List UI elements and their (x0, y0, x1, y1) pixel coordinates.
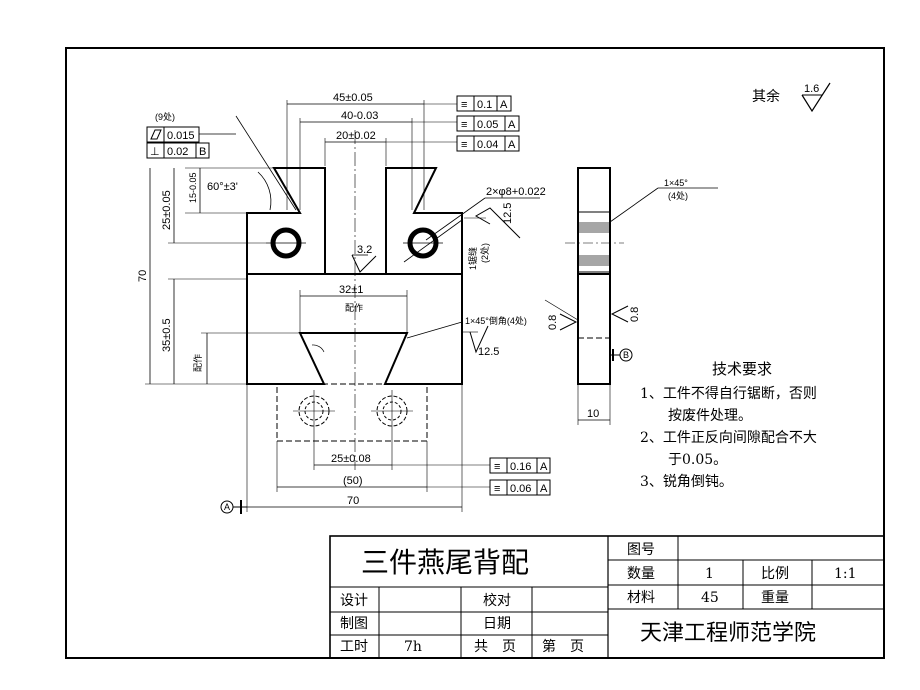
req-2-line-1: 2、工件正反向间隙配合不大 (640, 430, 817, 446)
hours-label: 工时 (340, 639, 368, 655)
svg-text:≡: ≡ (494, 461, 500, 473)
title-block: 三件燕尾背配 图号 数量 1 比例 1:1 材料 45 重量 设计 校对 制图 … (329, 535, 885, 659)
svg-text:A: A (508, 139, 516, 151)
roughness-left: 0.8 (547, 315, 559, 330)
weight-label: 重量 (761, 590, 789, 606)
scale-value: 1:1 (834, 566, 857, 582)
symmetry-tolerance-4: ≡ 0.16 A (489, 457, 551, 474)
drafting-label: 制图 (340, 616, 368, 632)
qty-value: 1 (705, 566, 714, 582)
svg-text:A: A (540, 483, 548, 495)
svg-text:A: A (500, 99, 508, 111)
dim-70-vertical: 70 (137, 270, 149, 282)
surface-note: 其余 (752, 88, 780, 105)
svg-text:≡: ≡ (461, 139, 467, 151)
symmetry-tolerance-2: ≡ 0.05 A (412, 115, 520, 132)
hidden-bottom-part (276, 383, 428, 442)
hours-value: 7h (404, 639, 422, 655)
svg-text:≡: ≡ (461, 119, 467, 131)
parallelism-frame: 0.015 (146, 126, 200, 143)
req-1-line-1: 1、工件不得自行锯断，否则 (640, 385, 817, 402)
svg-text:0.1: 0.1 (477, 99, 492, 111)
symmetry-tolerance-3: ≡ 0.04 A (386, 135, 520, 152)
material-value: 45 (701, 590, 719, 606)
dim-70-horizontal: 70 (347, 495, 359, 507)
svg-text:0.06: 0.06 (510, 483, 531, 495)
svg-text:B: B (623, 350, 629, 360)
count-note: (9处) (155, 111, 175, 122)
req-1-line-2: 按废件处理。 (668, 408, 752, 424)
front-view: 45±0.05 40-0.03 20±0.02 ≡ 0.1 A ≡ 0.05 A (137, 92, 551, 514)
saw-note: 1锯缝 (467, 247, 478, 270)
dim-15: 15-0.05 (188, 172, 198, 203)
side-lower (577, 273, 611, 385)
saw-count: (2处) (479, 243, 490, 263)
general-roughness-note: 其余 1.6 (752, 82, 831, 113)
date-label: 日期 (483, 616, 511, 632)
symmetry-tolerance-5: ≡ 0.06 A (489, 479, 551, 496)
roughness-12-5-a: 12.5 (502, 203, 514, 224)
dim-50: (50) (343, 475, 363, 487)
dim-10: 10 (587, 408, 599, 420)
svg-text:B: B (199, 146, 206, 158)
side-chamfer: 1×45° (664, 178, 688, 188)
dim-40: 40-0.03 (341, 110, 378, 122)
drawing-title: 三件燕尾背配 (361, 546, 529, 579)
qty-label: 数量 (627, 566, 655, 582)
dim-25-b: 25±0.08 (331, 453, 371, 465)
side-chamfer-count: (4处) (668, 190, 688, 201)
svg-text:0.04: 0.04 (477, 139, 498, 151)
roughness-3-2: 3.2 (357, 244, 372, 256)
material-label: 材料 (627, 590, 655, 606)
lower-label: 配作 (345, 302, 363, 313)
dim-25: 25±0.05 (161, 190, 173, 230)
chamfer-note: 1×45°倒角(4处) (465, 315, 527, 326)
design-label: 设计 (340, 593, 368, 609)
svg-text:⊥: ⊥ (150, 146, 160, 158)
left-label: 配作 (192, 354, 203, 372)
svg-text:0.05: 0.05 (477, 119, 498, 131)
roughness-12-5-b: 12.5 (478, 346, 499, 358)
total-pages: 共 页 (474, 639, 516, 655)
dim-32: 32±1 (339, 284, 363, 296)
svg-text:0.015: 0.015 (167, 130, 195, 142)
page-no: 第 页 (542, 638, 584, 655)
roughness-right: 0.8 (629, 307, 641, 322)
datum-a: A (220, 500, 247, 514)
side-view: 1×45° (4处) 0.8 0.8 B 10 (544, 167, 718, 425)
perpendicularity-frame: ⊥ 0.02 B (146, 142, 210, 159)
school-name: 天津工程师范学院 (640, 621, 816, 646)
technical-requirements: 技术要求 1、工件不得自行锯断，否则 按废件处理。 2、工件正反向间隙配合不大 … (640, 360, 817, 490)
svg-text:A: A (508, 119, 516, 131)
hole-note: 2×φ8+0.022 (486, 186, 546, 198)
svg-text:A: A (540, 461, 548, 473)
dim-20: 20±0.02 (336, 130, 376, 142)
svg-text:0.02: 0.02 (167, 146, 188, 158)
req-3: 3、锐角倒钝。 (640, 474, 733, 490)
surface-value: 1.6 (804, 83, 819, 95)
check-label: 校对 (483, 592, 511, 609)
dim-45: 45±0.05 (333, 92, 373, 104)
dim-35: 35±0.5 (161, 318, 173, 352)
svg-text:0.16: 0.16 (510, 461, 531, 473)
svg-text:A: A (224, 502, 230, 512)
svg-text:≡: ≡ (461, 99, 467, 111)
drawing-no-label: 图号 (627, 542, 655, 558)
scale-label: 比例 (761, 566, 789, 582)
svg-text:≡: ≡ (494, 483, 500, 495)
req-2-line-2: 于0.05。 (668, 452, 727, 468)
angle-dim: 60°±3' (207, 181, 238, 193)
requirements-heading: 技术要求 (712, 360, 772, 378)
datum-b: B (610, 348, 633, 362)
symmetry-tolerance-1: ≡ 0.1 A (424, 95, 512, 112)
